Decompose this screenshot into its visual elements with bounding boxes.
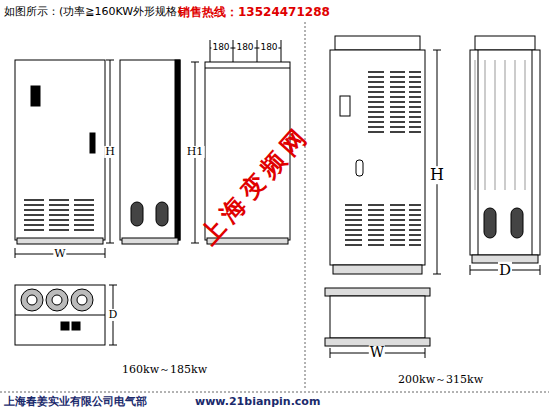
website: www.21bianpin.com	[195, 396, 320, 408]
model-range: 200kw～315kw	[398, 374, 483, 386]
dimension-value: 180	[211, 43, 230, 53]
dimension-label: D	[498, 262, 512, 279]
dimension-label: W	[53, 248, 66, 260]
dimension-value: 180	[235, 43, 254, 53]
dimension-label: H1	[186, 146, 205, 158]
company-name: 上海春姜实业有限公司电气部	[4, 396, 147, 408]
dimension-label: H	[104, 146, 116, 158]
dimension-value: 180	[259, 43, 278, 53]
dimension-label: W	[369, 345, 385, 360]
model-range: 160kw～185kw	[122, 364, 207, 376]
sales-hotline: 销售热线：13524471288	[178, 6, 330, 19]
dimension-label: D	[108, 309, 119, 321]
dimension-label: H	[429, 166, 445, 184]
title: 如图所示：(功率≧160KW外形规格)	[4, 6, 182, 18]
